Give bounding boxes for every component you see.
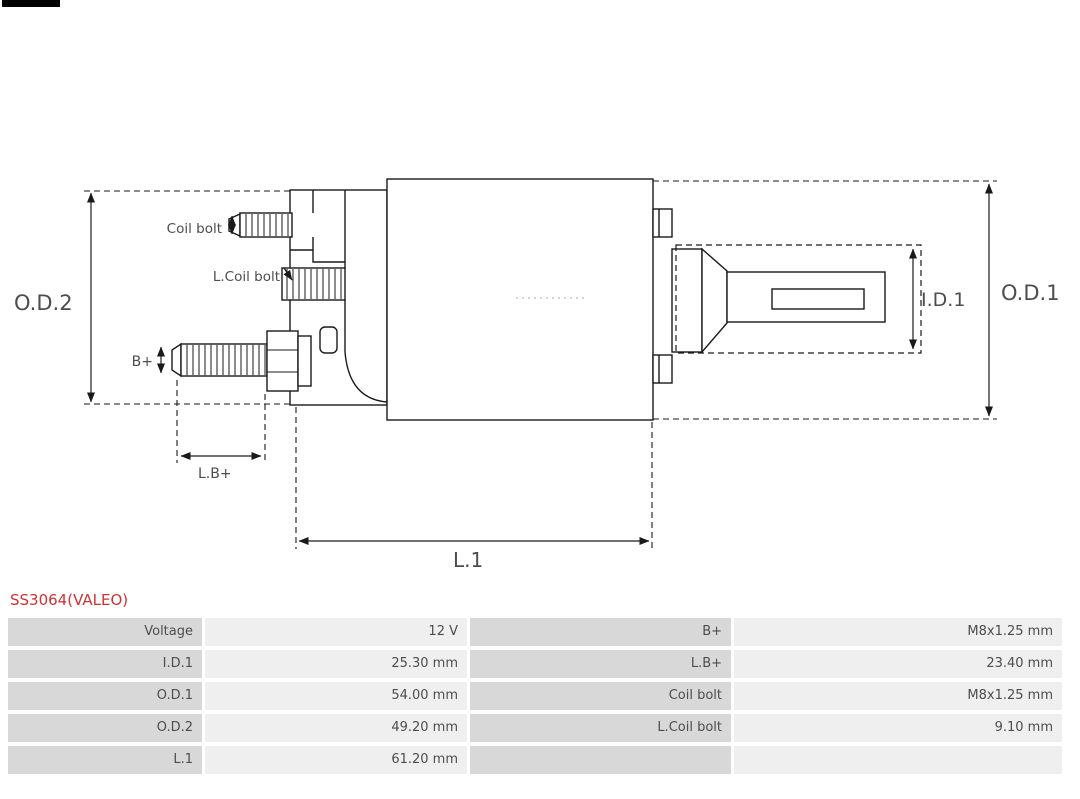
leader-l-coil-bolt xyxy=(283,267,293,281)
coil-thread-block xyxy=(281,267,346,301)
spec-label-cell: L.Coil bolt xyxy=(470,714,731,742)
part-number-title: SS3064(VALEO) xyxy=(10,591,129,609)
plunger-slot xyxy=(771,288,865,310)
bracket-curve xyxy=(344,351,388,403)
hex-nut xyxy=(266,330,299,392)
plunger xyxy=(671,247,886,354)
label-id1: I.D.1 xyxy=(921,289,965,311)
spec-value-cell: 23.40 mm xyxy=(734,650,1062,678)
spec-value-cell: 54.00 mm xyxy=(205,682,467,710)
label-l1: L.1 xyxy=(453,548,483,572)
spec-value-cell: M8x1.25 mm xyxy=(734,618,1062,646)
label-od1: O.D.1 xyxy=(1001,281,1060,305)
spec-value-cell: 61.20 mm xyxy=(205,746,467,774)
label-b-plus: B+ xyxy=(132,354,153,370)
label-l-coil-bolt: L.Coil bolt xyxy=(213,269,280,285)
spec-value-cell xyxy=(734,746,1062,774)
washer xyxy=(297,335,312,387)
solenoid-drawing xyxy=(171,178,886,421)
spec-value-cell: M8x1.25 mm xyxy=(734,682,1062,710)
spec-label-cell: B+ xyxy=(470,618,731,646)
spec-label-cell: O.D.1 xyxy=(8,682,202,710)
spec-label-cell: L.B+ xyxy=(470,650,731,678)
spec-value-cell: 12 V xyxy=(205,618,467,646)
top-left-mark xyxy=(2,0,60,7)
spec-label-cell: O.D.2 xyxy=(8,714,202,742)
label-coil-bolt: Coil bolt xyxy=(167,221,222,237)
rear-tabs xyxy=(652,208,673,384)
spec-label-cell: Voltage xyxy=(8,618,202,646)
dimension-lines xyxy=(87,183,993,545)
coil-bolt-stud xyxy=(228,212,293,238)
spec-label-cell: I.D.1 xyxy=(8,650,202,678)
solenoid-body xyxy=(386,178,654,421)
spec-label-cell xyxy=(470,746,731,774)
b-plus-terminal xyxy=(171,326,338,392)
dimension-labels: O.D.2 O.D.1 I.D.1 L.1 L.B+ B+ Coil bolt … xyxy=(14,221,1060,572)
spec-table: Voltage 12 V B+ M8x1.25 mm I.D.1 25.30 m… xyxy=(8,618,1062,774)
terminal-cap xyxy=(319,326,338,354)
spec-value-cell: 49.20 mm xyxy=(205,714,467,742)
spec-value-cell: 25.30 mm xyxy=(205,650,467,678)
id1-dashed-box xyxy=(675,244,922,354)
label-lb-plus: L.B+ xyxy=(198,466,232,482)
technical-drawing: O.D.2 O.D.1 I.D.1 L.1 L.B+ B+ Coil bolt … xyxy=(14,178,1060,572)
bracket-step-lines xyxy=(290,190,346,352)
spec-value-cell: 9.10 mm xyxy=(734,714,1062,742)
extension-lines xyxy=(84,180,997,549)
spec-label-cell: L.1 xyxy=(8,746,202,774)
label-od2: O.D.2 xyxy=(14,291,73,315)
spec-label-cell: Coil bolt xyxy=(470,682,731,710)
diagram-canvas: O.D.2 O.D.1 I.D.1 L.1 L.B+ B+ Coil bolt … xyxy=(14,178,1060,572)
